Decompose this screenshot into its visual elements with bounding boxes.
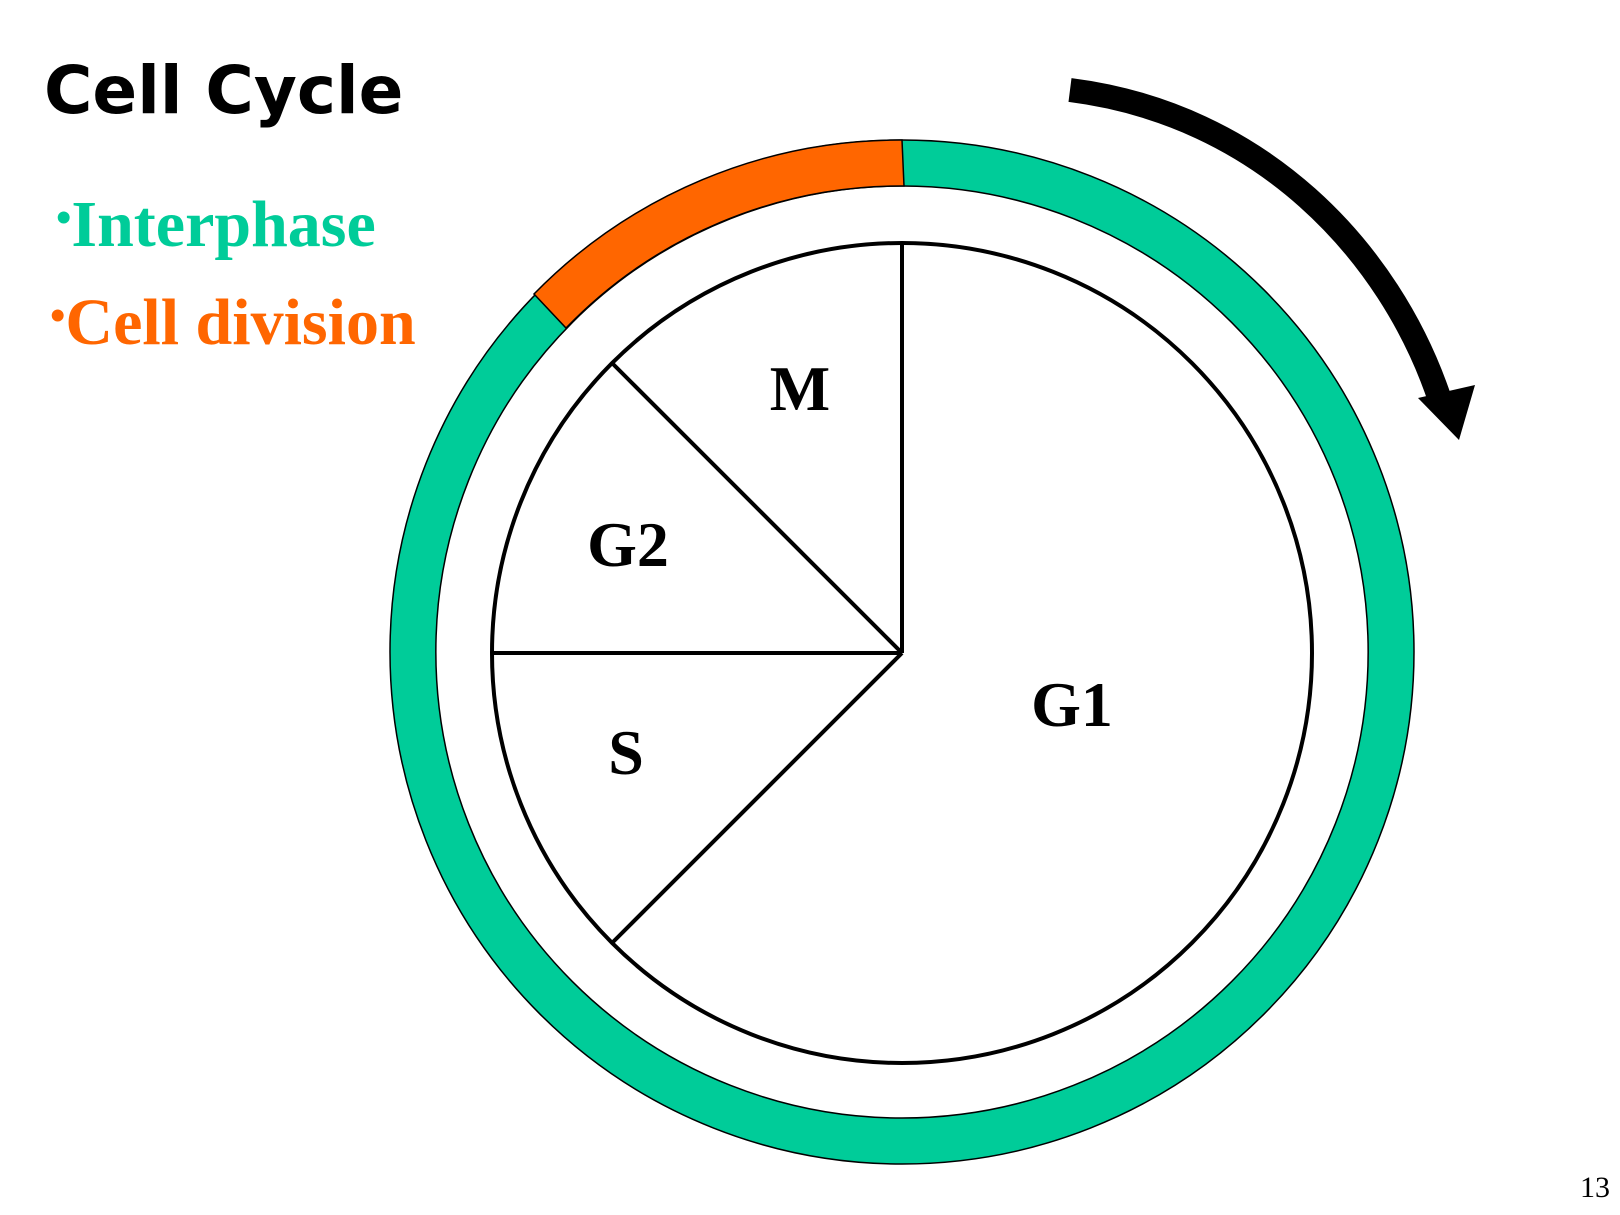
legend-item-cell-division: •Cell division	[50, 290, 416, 356]
bullet-icon: •	[50, 291, 66, 340]
slide-title: Cell Cycle	[44, 52, 404, 129]
legend-label-cell-division: Cell division	[65, 286, 416, 359]
page-number: 13	[1580, 1171, 1610, 1204]
phase-label-g1: G1	[1031, 669, 1113, 740]
cell-division-ring	[532, 139, 905, 330]
phase-label-s: S	[608, 717, 644, 788]
legend-item-interphase: •Interphase	[56, 192, 376, 258]
clockwise-arrow-icon	[1068, 78, 1475, 440]
arrow-shaft	[1068, 78, 1452, 404]
phase-label-g2: G2	[587, 509, 669, 580]
arrow-head	[1418, 385, 1475, 440]
interphase-ring	[389, 139, 1415, 1165]
divider-g1-s	[610, 651, 904, 945]
phase-dividers	[492, 243, 904, 945]
legend-label-interphase: Interphase	[71, 188, 376, 261]
bullet-icon: •	[56, 193, 72, 242]
divider-g2-m	[610, 361, 904, 655]
phase-label-m: M	[770, 353, 830, 424]
